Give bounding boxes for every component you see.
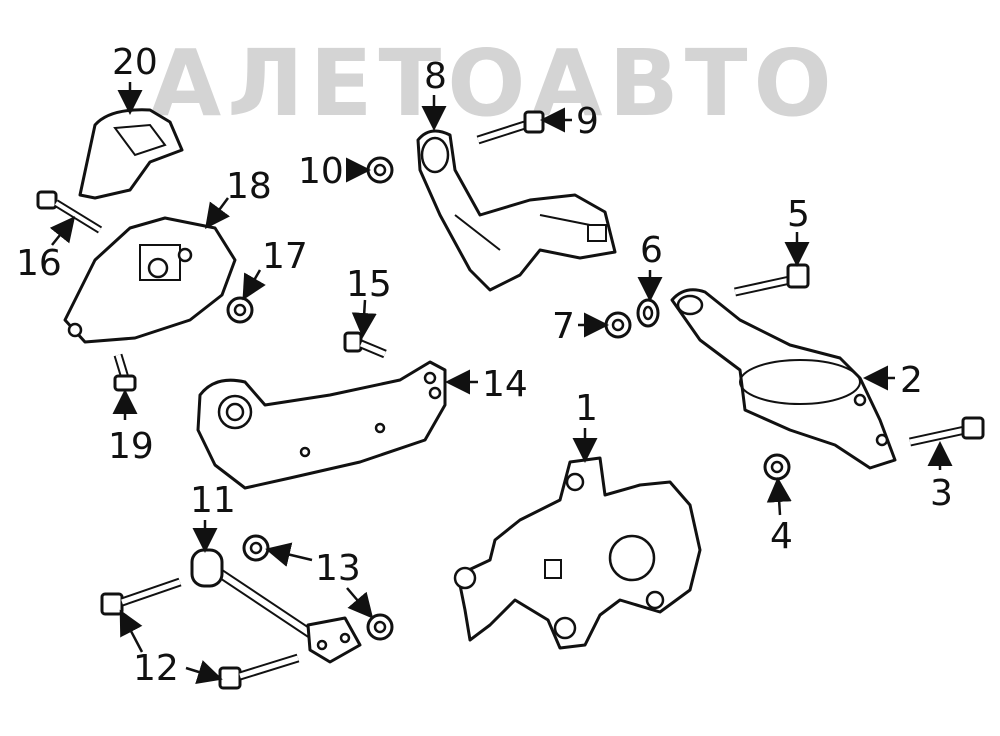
part-4-nut xyxy=(763,453,791,481)
part-10-nut xyxy=(366,156,394,184)
part-16-bolt xyxy=(36,190,103,234)
leader-lines xyxy=(49,82,953,684)
part-9-bolt xyxy=(476,110,545,145)
callout-2: 2 xyxy=(900,360,923,401)
callout-4: 4 xyxy=(770,516,793,557)
part-8-upper-arm xyxy=(416,129,617,292)
part-1-knuckle xyxy=(453,456,702,650)
callout-18: 18 xyxy=(226,166,272,207)
part-3-bolt xyxy=(909,416,985,447)
callout-20: 20 xyxy=(112,42,158,83)
callout-17: 17 xyxy=(262,236,308,277)
part-20-cover xyxy=(78,108,184,200)
part-13-nut-upper xyxy=(242,534,270,562)
callout-10: 10 xyxy=(298,151,344,192)
part-12-bolt-lower xyxy=(218,653,300,690)
callout-11: 11 xyxy=(190,480,236,521)
callout-5: 5 xyxy=(787,194,810,235)
part-7-nut xyxy=(604,311,632,339)
callout-9: 9 xyxy=(576,101,599,142)
part-13-nut-lower xyxy=(366,613,394,641)
callout-3: 3 xyxy=(930,473,953,514)
callout-13: 13 xyxy=(315,548,361,589)
callout-6: 6 xyxy=(640,230,663,271)
part-2-spring-arm xyxy=(670,288,897,470)
part-14-control-arm xyxy=(196,360,447,490)
callout-8: 8 xyxy=(424,56,447,97)
callout-16: 16 xyxy=(16,243,62,284)
callout-19: 19 xyxy=(108,426,154,467)
part-17-nut xyxy=(226,296,254,324)
watermark-text: АЛЕТОАВТО xyxy=(150,30,838,137)
callout-15: 15 xyxy=(346,264,392,305)
part-18-bracket xyxy=(63,216,237,344)
callout-1: 1 xyxy=(575,388,598,429)
part-15-bolt xyxy=(343,331,387,359)
part-19-bolt xyxy=(113,353,137,392)
part-11-link xyxy=(190,548,362,664)
callout-12: 12 xyxy=(133,648,179,689)
part-12-bolt-upper xyxy=(100,577,182,616)
part-5-bolt xyxy=(734,263,810,297)
callout-14: 14 xyxy=(482,364,528,405)
callout-7: 7 xyxy=(552,306,575,347)
part-6-washer xyxy=(636,298,660,328)
